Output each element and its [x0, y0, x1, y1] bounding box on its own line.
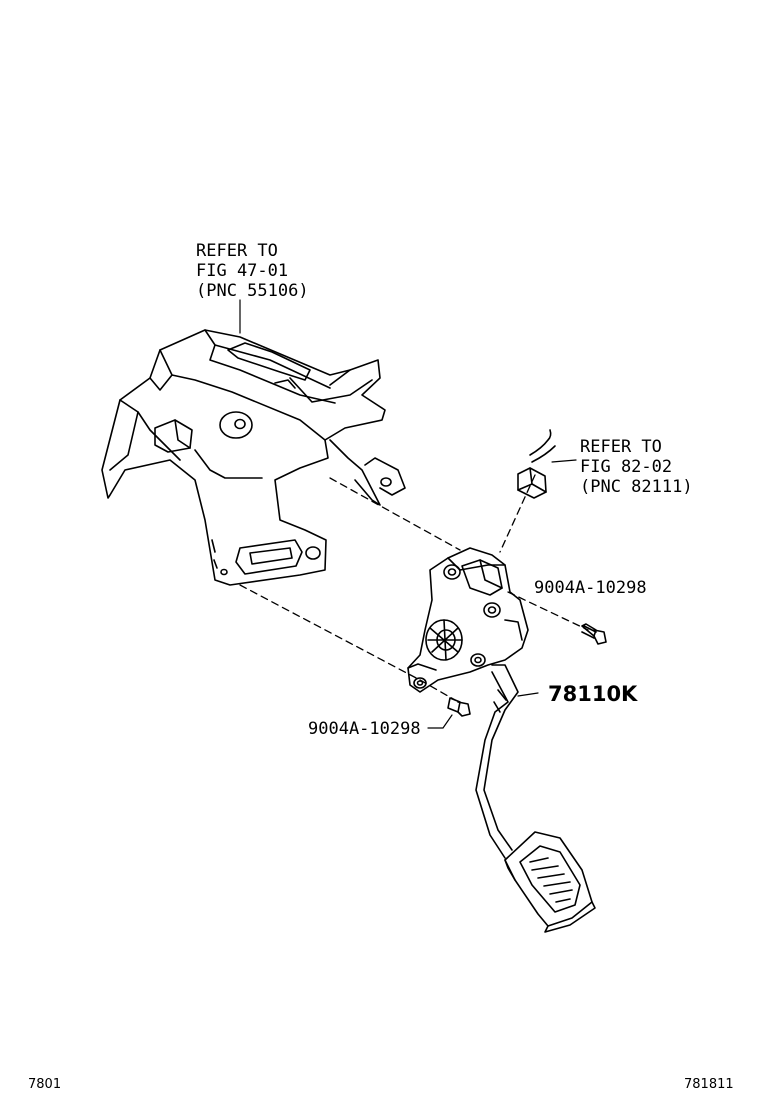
ref-bracket-label: REFER TO FIG 47-01 (PNC 55106)	[196, 241, 309, 301]
pedal-assy-label: 78110K	[548, 682, 638, 706]
ref-bracket-line-3: (PNC 55106)	[196, 281, 309, 301]
pedal-bracket	[102, 330, 405, 585]
bolt-lower-label: 9004A-10298	[308, 719, 421, 739]
pedal-sensor-housing	[408, 548, 528, 692]
leader-lines	[240, 300, 576, 728]
pedal-connector	[518, 430, 555, 498]
ref-bracket-line-2: FIG 47-01	[196, 261, 289, 281]
ref-connector-label: REFER TO FIG 82-02 (PNC 82111)	[580, 437, 693, 497]
footer-left-code: 7801	[28, 1077, 62, 1092]
ref-bracket-line-1: REFER TO	[196, 241, 278, 261]
ref-connector-line-3: (PNC 82111)	[580, 477, 693, 497]
ref-connector-line-2: FIG 82-02	[580, 457, 673, 477]
accelerator-pedal-arm	[476, 665, 595, 932]
footer-right-code: 781811	[684, 1077, 734, 1092]
bolt-upper-label: 9004A-10298	[534, 578, 647, 598]
bolt-lower	[448, 698, 470, 716]
ref-connector-line-1: REFER TO	[580, 437, 662, 457]
bolt-upper	[582, 624, 606, 644]
